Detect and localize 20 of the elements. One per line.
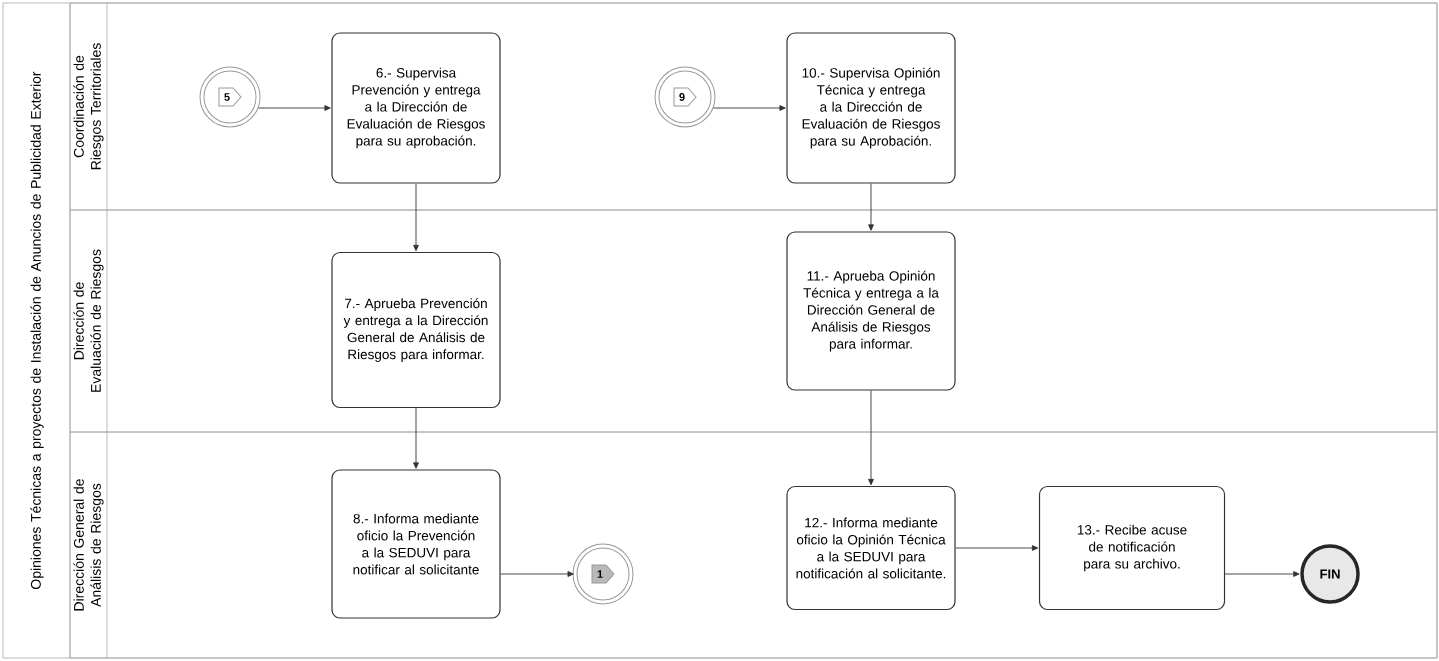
link-event: 9	[654, 66, 716, 128]
link-event: 5	[199, 66, 261, 128]
task-box: 12.- Informa mediante oficio la Opinión Técnica a la SEDUVI para notificación al solicitante.	[786, 485, 956, 611]
arrow	[1224, 571, 1300, 577]
arrow	[868, 183, 874, 231]
arrow	[868, 390, 874, 486]
arrow	[258, 105, 331, 111]
arrow	[413, 183, 419, 252]
arrow	[413, 407, 419, 469]
link-event: 1	[572, 543, 634, 605]
task-box: 13.- Recibe acuse de notificación para su archivo.	[1038, 485, 1226, 611]
task-box: 11.- Aprueba Opinión Técnica y entrega a la Dirección General de Análisis de Riesgos para informar.	[786, 231, 956, 391]
arrow	[955, 545, 1039, 551]
end-event: FIN	[1300, 544, 1360, 604]
arrow	[713, 105, 786, 111]
task-box: 8.- Informa mediante oficio la Prevención a la SEDUVI para notificar al solicitante	[331, 469, 501, 619]
task-box: 7.- Aprueba Prevención y entrega a la Dirección General de Análisis de Riesgos para informar.	[331, 251, 501, 409]
task-box: 6.- Supervisa Prevención y entrega a la Dirección de Evaluación de Riesgos para su aprobación.	[331, 32, 501, 184]
arrow	[500, 571, 574, 577]
task-box: 10.- Supervisa Opinión Técnica y entrega a la Dirección de Evaluación de Riesgos para su Aprobación.	[786, 32, 956, 184]
